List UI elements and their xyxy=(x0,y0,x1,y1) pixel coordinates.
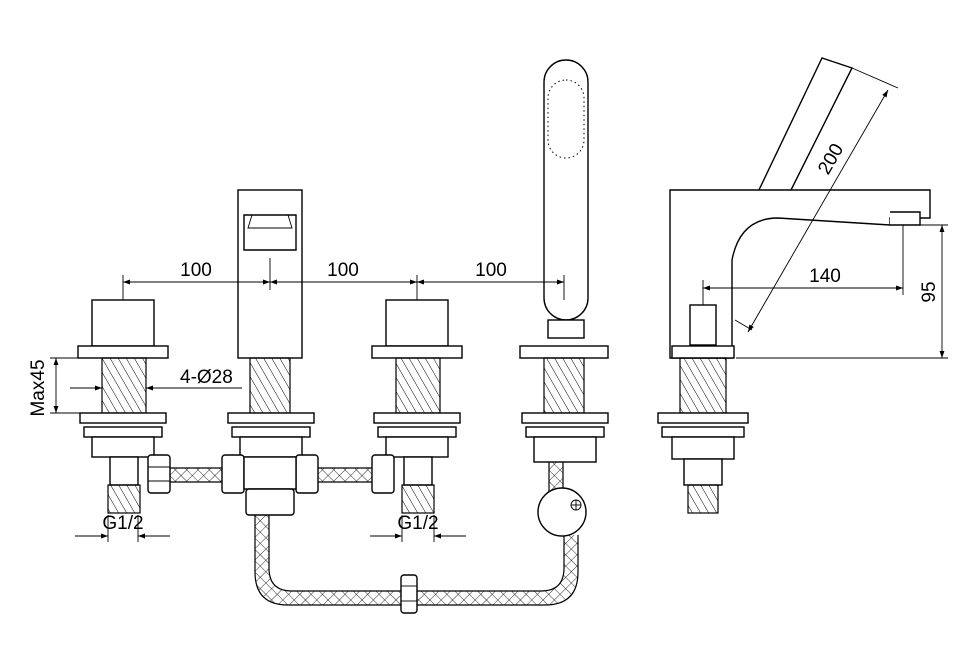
dim-spacing-left: 100 xyxy=(180,260,212,281)
spout-height-dimension: 95 xyxy=(736,224,948,359)
dim-hose-length: 200 xyxy=(814,140,848,178)
side-view-spout xyxy=(657,57,931,514)
dim-thread-right: G1/2 xyxy=(397,513,438,534)
spout-reach-dimension: 140 xyxy=(702,225,904,305)
dim-spacing-middle: 100 xyxy=(327,260,359,281)
hole-diameter-dimension: 4-Ø28 xyxy=(70,367,242,391)
thread-left-dimension: G1/2 xyxy=(75,513,170,542)
spacing-dimensions: 100 100 100 xyxy=(122,258,565,300)
center-spout xyxy=(221,189,319,516)
max-deck-dimension: Max45 xyxy=(28,357,102,417)
thread-right-dimension: G1/2 xyxy=(370,513,466,542)
dim-thread-left: G1/2 xyxy=(102,513,143,534)
left-valve-handle xyxy=(77,299,171,514)
dim-max-deck: Max45 xyxy=(28,359,49,416)
right-valve-handle xyxy=(371,299,463,514)
hand-shower xyxy=(519,59,609,537)
dim-hole-diameter: 4-Ø28 xyxy=(180,367,233,388)
dim-spout-height: 95 xyxy=(919,281,940,302)
dim-spout-reach: 140 xyxy=(809,266,841,287)
dim-spacing-right: 100 xyxy=(475,260,507,281)
